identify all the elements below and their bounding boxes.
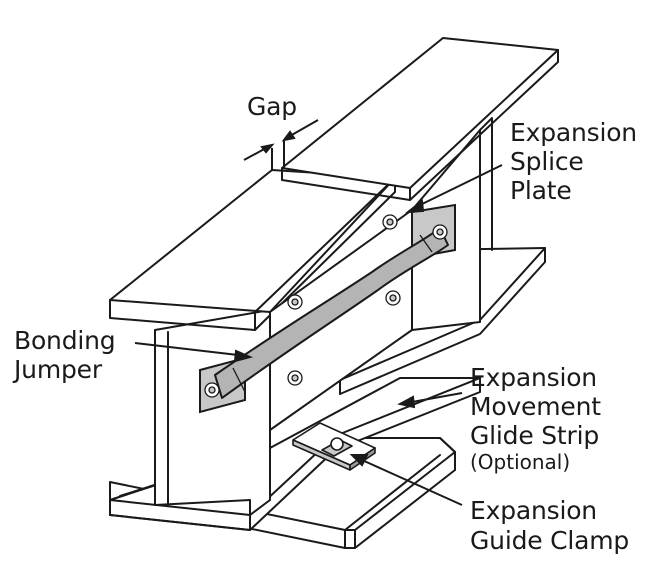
bonding-jumper bbox=[214, 227, 449, 399]
splice-plate-label-line1: Expansion bbox=[510, 118, 637, 147]
right-upper-flange bbox=[281, 37, 559, 201]
bonding-jumper-label-line2: Jumper bbox=[14, 355, 102, 384]
bonding-jumper-leader bbox=[134, 342, 254, 363]
bolt-icon bbox=[287, 294, 303, 310]
bonding-jumper-label-line1: Bonding bbox=[14, 326, 116, 355]
glide-strip-label-line4: (Optional) bbox=[470, 450, 571, 474]
bolt-icon bbox=[204, 382, 220, 398]
splice-plate-leader bbox=[404, 164, 503, 214]
guide-clamp-label-line1: Expansion bbox=[470, 496, 597, 525]
gap-dimension bbox=[243, 119, 319, 170]
gap-label: Gap bbox=[247, 92, 297, 121]
beam-web bbox=[154, 309, 271, 516]
guide-clamp-leader bbox=[349, 454, 463, 506]
glide-strip-label-line1: Expansion bbox=[470, 363, 597, 392]
guide-clamp-label-line2: Guide Clamp bbox=[470, 526, 630, 555]
splice-plate-label-line3: Plate bbox=[510, 176, 572, 205]
splice-plate-label-line2: Splice bbox=[510, 147, 584, 176]
glide-strip-leader bbox=[397, 392, 463, 409]
bolt-icon bbox=[432, 224, 448, 240]
bolt-icon bbox=[385, 290, 401, 306]
bolt-icon bbox=[287, 370, 303, 386]
glide-strip-label-line3: Glide Strip bbox=[470, 421, 600, 450]
bolt-icon bbox=[382, 214, 398, 230]
glide-strip-label-line2: Movement bbox=[470, 392, 601, 421]
